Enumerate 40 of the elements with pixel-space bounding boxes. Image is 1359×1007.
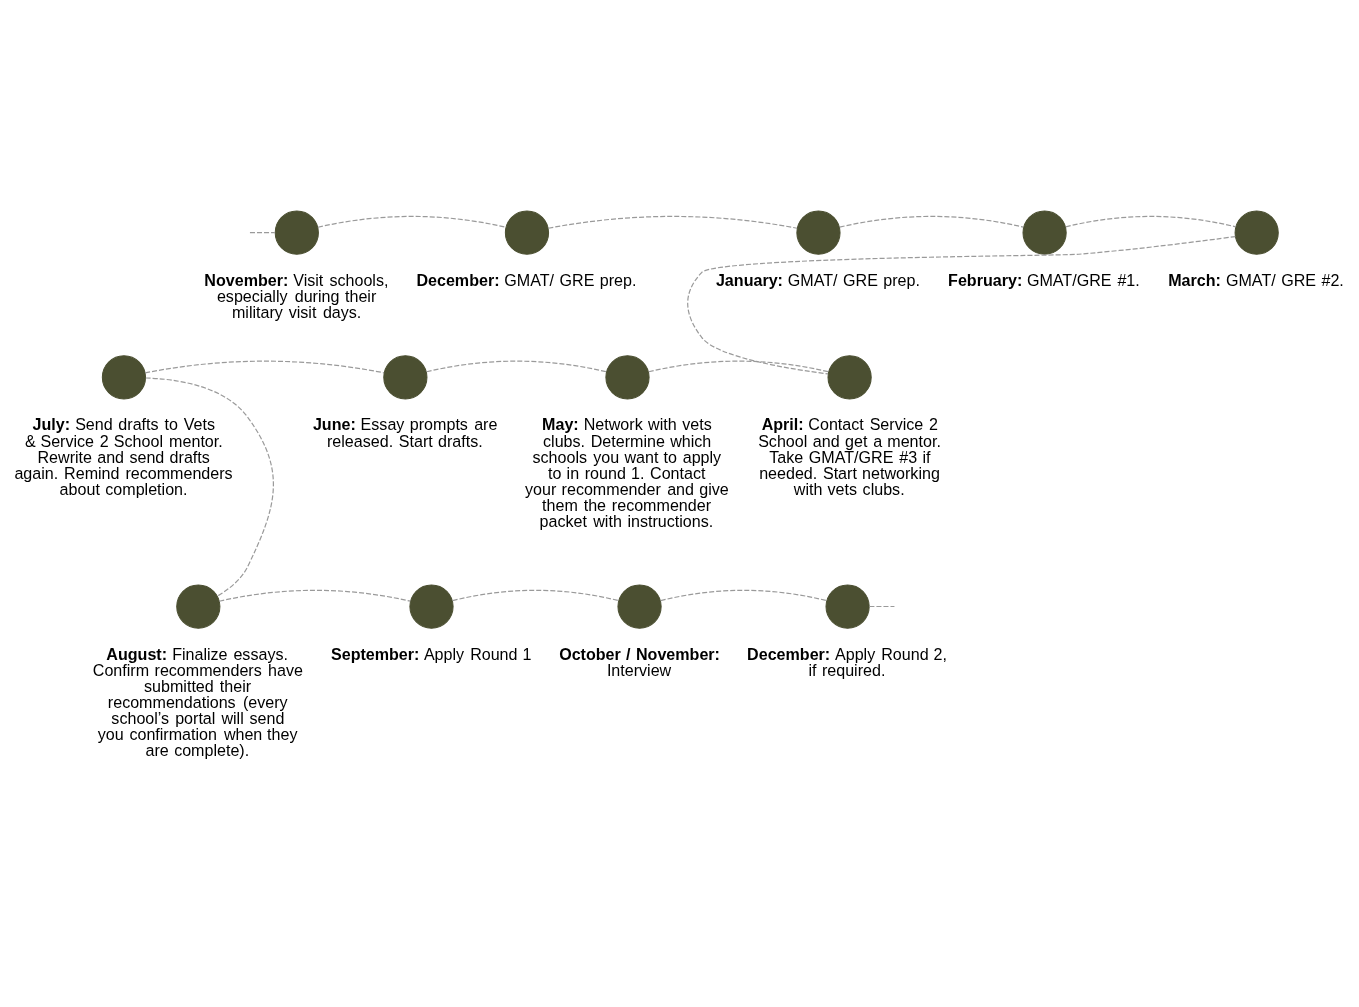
node-label: March: GMAT/ GRE #2. (1168, 270, 1344, 289)
connector (839, 215, 1024, 228)
connector (687, 235, 1236, 375)
node-label: April: Contact Service 2 School and get a mentor. Take GMAT/GRE #3 if needed. Start networking with vets clubs. (758, 415, 941, 498)
node-circle (1234, 210, 1279, 255)
connector (1065, 215, 1237, 228)
node-label: January: GMAT/ GRE prep. (715, 270, 920, 289)
connector (317, 215, 507, 228)
node-circle (605, 355, 650, 400)
node-circle (409, 584, 454, 629)
connector (218, 589, 411, 602)
node-label: October / November: Interview (559, 644, 720, 679)
node-circle (796, 210, 841, 255)
connector (648, 360, 830, 373)
connector (426, 360, 607, 373)
connector (249, 232, 276, 234)
node-label: September: Apply Round 1 (330, 644, 532, 663)
connector (547, 215, 798, 229)
node-circle (617, 584, 662, 629)
node-label: July: Send drafts to Vets & Service 2 School mentor. Rewrite and send drafts again. Remind recommenders about completion. (14, 415, 233, 498)
node-label: December: GMAT/ GRE prep. (416, 270, 637, 289)
connector (144, 360, 385, 374)
node-label: December: Apply Round 2, if required. (747, 644, 947, 679)
node-label: June: Essay prompts are released. Start drafts. (312, 415, 498, 450)
node-circle (827, 355, 872, 400)
node-circle (504, 210, 550, 255)
node-circle (825, 584, 870, 629)
node-label: August: Finalize essays. Confirm recommenders have submitted their recommendations (every school’s portal will send you confirmation when they are complete). (92, 644, 303, 760)
node-circle (1022, 210, 1067, 255)
connector (452, 589, 620, 602)
node-label: November: Visit schools, especially during their military visit days. (204, 270, 389, 321)
node-label: February: GMAT/GRE #1. (948, 270, 1140, 289)
connector (145, 377, 274, 597)
node-label: May: Network with vets clubs. Determine which schools you want to apply to in round 1. Contact your recommender and give them the recommender packet with instructions. (524, 415, 729, 530)
node-circle (274, 210, 319, 255)
connector (868, 605, 896, 608)
node-circle (383, 355, 428, 400)
connector (660, 589, 828, 602)
node-circle (101, 355, 147, 400)
node-circle (176, 584, 221, 629)
